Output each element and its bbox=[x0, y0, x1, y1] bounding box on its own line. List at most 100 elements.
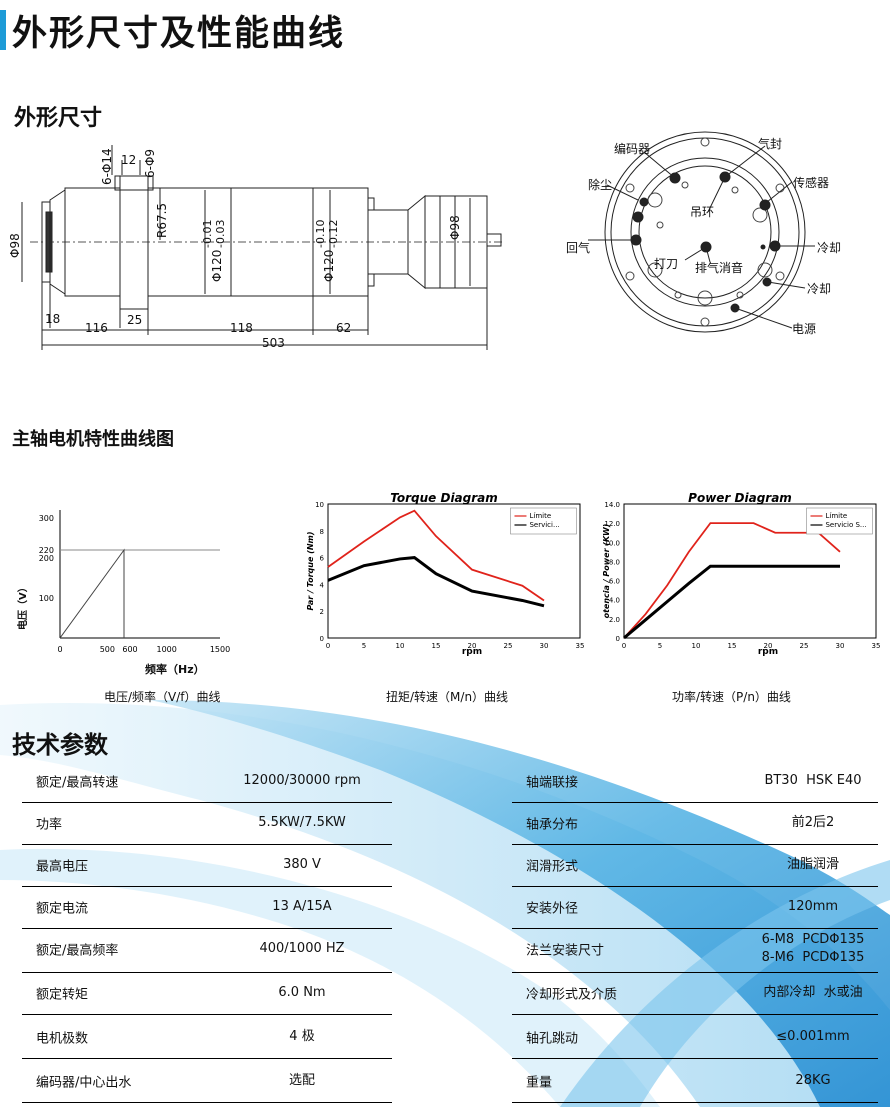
vf-ytick-100: 100 bbox=[39, 594, 54, 603]
port-lifting-ring-label: 吊环 bbox=[690, 205, 715, 219]
power-xtick-5: 5 bbox=[658, 642, 662, 650]
torque-legend-entry-1: Servici... bbox=[529, 521, 559, 529]
dimensions-heading: 外形尺寸 bbox=[14, 106, 103, 131]
dim-6-phi9: 6-Φ9 bbox=[143, 148, 157, 178]
port-dust-label: 除尘 bbox=[588, 178, 613, 192]
spec-value: 4 极 bbox=[289, 1029, 315, 1044]
torque-xtick-10: 10 bbox=[396, 642, 405, 650]
torque-xtick-15: 15 bbox=[432, 642, 441, 650]
spec-value: 前2后2 bbox=[791, 815, 835, 830]
spec-label: 轴端联接 bbox=[526, 775, 579, 791]
spec-value: 6.0 Nm bbox=[278, 985, 326, 1000]
spec-value: 选配 bbox=[288, 1073, 315, 1088]
port-air-seal-label: 气封 bbox=[758, 137, 783, 151]
power-xtick-20: 20 bbox=[764, 642, 773, 650]
spec-value: BT30 HSK E40 bbox=[764, 773, 862, 788]
torque-ytick-0: 0 bbox=[320, 635, 324, 643]
spec-row: 安装外径 120mm bbox=[512, 886, 878, 929]
spec-label: 额定转矩 bbox=[36, 987, 89, 1003]
port-exhaust-label: 排气消音 bbox=[695, 261, 744, 275]
torque-ytick-10: 10 bbox=[315, 501, 324, 509]
torque-xtick-0: 0 bbox=[326, 642, 330, 650]
specs-heading: 技术参数 bbox=[12, 731, 108, 759]
power-caption: 功率/转速（P/n）曲线 bbox=[672, 690, 791, 704]
torque-ytick-4: 4 bbox=[320, 581, 325, 589]
vf-ylabel: 电压（V） bbox=[18, 582, 29, 630]
port-encoder-label: 编码器 bbox=[614, 142, 651, 156]
dim-118: 118 bbox=[230, 321, 253, 335]
spec-row: 轴孔跳动 ≤0.001mm bbox=[512, 1016, 878, 1059]
spec-row: 润滑形式油脂润滑 bbox=[512, 844, 878, 887]
title-accent-bar bbox=[0, 10, 6, 50]
dim-phi120-a: Φ120 bbox=[210, 249, 224, 282]
power-ytick-14.0: 14.0 bbox=[604, 501, 620, 509]
page-title: 外形尺寸及性能曲线 bbox=[0, 6, 345, 54]
dim-phi98-left: Φ98 bbox=[8, 233, 22, 258]
power-xtick-15: 15 bbox=[728, 642, 737, 650]
vf-xtick-500: 500 bbox=[100, 645, 115, 654]
vf-xtick-600: 600 bbox=[122, 645, 137, 654]
power-ytick-10.0: 10.0 bbox=[604, 539, 620, 547]
power-legend-entry-1: Servicio S... bbox=[825, 521, 866, 529]
spec-value: 120mm bbox=[787, 899, 839, 914]
vf-ytick-300: 300 bbox=[39, 514, 54, 523]
spec-label: 电机极数 bbox=[36, 1031, 89, 1047]
torque-caption: 扭矩/转速（M/n）曲线 bbox=[386, 690, 509, 704]
spindle-rear-view bbox=[588, 131, 815, 333]
spec-row: 轴承分布 前2后2 bbox=[512, 802, 878, 845]
spec-label: 额定电流 bbox=[36, 901, 89, 917]
vf-series-line bbox=[59, 548, 125, 639]
torque-xlabel: rpm bbox=[462, 647, 482, 657]
port-power-label: 电源 bbox=[792, 322, 817, 336]
spec-row: 额定转矩 6.0 Nm bbox=[22, 972, 392, 1015]
dim-r67-5: R67.5 bbox=[155, 202, 169, 238]
torque-xtick-20: 20 bbox=[468, 642, 477, 650]
port-cooling-1-label: 冷却 bbox=[817, 241, 842, 255]
power-xtick-0: 0 bbox=[622, 642, 626, 650]
vf-xtick-1500: 1500 bbox=[210, 645, 230, 654]
spec-label: 最高电压 bbox=[36, 859, 89, 875]
torque-ytick-2: 2 bbox=[320, 608, 324, 616]
spec-value: 28KG bbox=[795, 1073, 831, 1088]
spec-value: ≤0.001mm bbox=[776, 1029, 850, 1044]
spec-label: 轴孔跳动 bbox=[526, 1031, 579, 1047]
vf-ytick-220: 220 bbox=[39, 546, 54, 555]
vf-caption: 电压/频率（V/f）曲线 bbox=[104, 690, 221, 704]
power-xtick-30: 30 bbox=[836, 642, 845, 650]
vf-xtick-0: 0 bbox=[57, 645, 62, 654]
spec-value: 5.5KW/7.5KW bbox=[258, 815, 346, 830]
torque-xtick-30: 30 bbox=[540, 642, 549, 650]
dim-6-phi14: 6-Φ14 bbox=[100, 148, 114, 185]
power-ytick-0: 0 bbox=[616, 635, 620, 643]
spec-label: 润滑形式 bbox=[526, 859, 579, 875]
power-ytick-8.0: 8.0 bbox=[609, 558, 620, 566]
spec-value: 6-M8 PCDΦ135 8-M6 PCDΦ135 bbox=[761, 932, 865, 965]
power-series-limite bbox=[623, 522, 841, 639]
dim-phi120-b-tol1: -0.10 bbox=[314, 219, 327, 248]
power-legend-entry-0: Límite bbox=[825, 512, 847, 520]
dim-116: 116 bbox=[85, 321, 108, 335]
torque-series-limite bbox=[327, 509, 545, 602]
spec-label: 重量 bbox=[526, 1075, 553, 1091]
torque-ylabel: Par / Torque (Nm) bbox=[306, 531, 315, 610]
spec-label: 安装外径 bbox=[526, 901, 579, 917]
port-return-air-label: 回气 bbox=[566, 241, 591, 255]
power-ytick-12.0: 12.0 bbox=[604, 520, 620, 528]
spec-label: 法兰安装尺寸 bbox=[526, 943, 605, 959]
torque-plot-frame bbox=[327, 503, 581, 639]
dim-18: 18 bbox=[45, 312, 61, 326]
power-ytick-6.0: 6.0 bbox=[609, 578, 620, 586]
dim-phi120-b-tol2: -0.12 bbox=[327, 219, 340, 248]
spec-row: 冷却形式及介质内部冷却 水或油 bbox=[512, 972, 878, 1015]
dim-503: 503 bbox=[262, 336, 285, 350]
dim-phi120-a-tol2: -0.03 bbox=[214, 219, 227, 248]
dim-25: 25 bbox=[127, 313, 143, 327]
spec-label: 额定/最高转速 bbox=[36, 775, 119, 791]
spec-label: 轴承分布 bbox=[526, 817, 579, 833]
port-sensor-label: 传感器 bbox=[793, 176, 830, 190]
